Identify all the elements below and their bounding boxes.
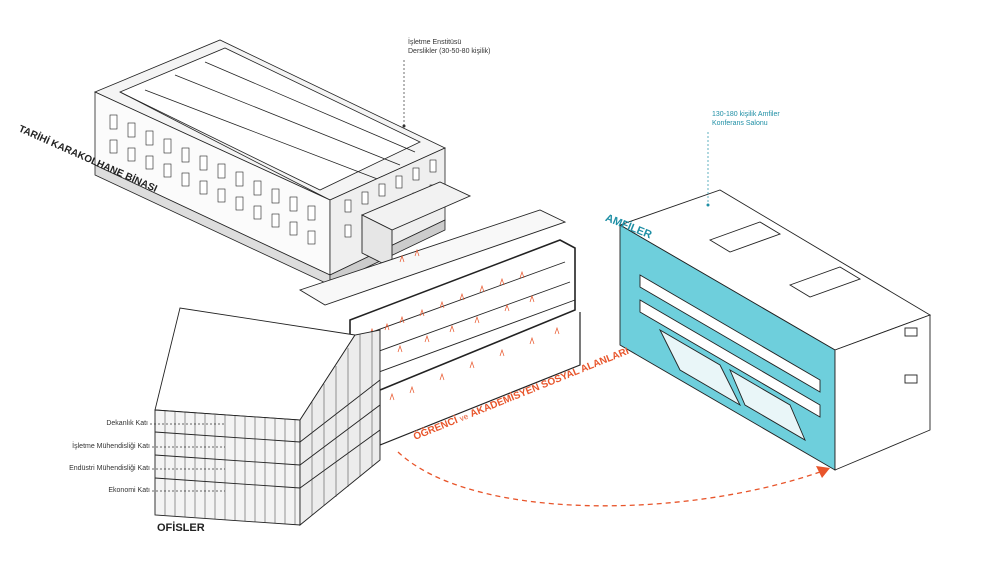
- offices-building: [154, 307, 381, 526]
- institute-line-1: İşletme Enstitüsü: [408, 39, 462, 46]
- amphi-line-1: 130-180 kişilik Amfiler: [712, 111, 780, 118]
- amphi-leader-dot: [706, 203, 710, 207]
- social-suffix: AKADEMİSYEN SOSYAL ALANLARI: [468, 344, 631, 420]
- institute-line-2: Derslikler (30-50-80 kişilik): [408, 48, 491, 55]
- amphitheatre-openings: [639, 274, 918, 442]
- offices-facade-mullions: [164, 331, 373, 525]
- amphitheatre-building: [618, 189, 932, 471]
- floor-label-dekanlik: Dekanlık Katı: [106, 420, 148, 427]
- flow-arrow: [397, 451, 821, 507]
- flow-arrow-head: [816, 466, 830, 478]
- floor-label-isletme: İşletme Mühendisliği Katı: [72, 443, 150, 450]
- floor-label-ekonomi: Ekonomi Katı: [108, 487, 150, 494]
- offices-title: OFİSLER: [157, 522, 205, 534]
- amphi-line-2: Konferans Salonu: [712, 120, 768, 127]
- social-ve: ve: [458, 412, 470, 424]
- social-prefix: ÖĞRENCİ: [411, 413, 459, 443]
- institute-label: İşletme Enstitüsü Derslikler (30-50-80 k…: [408, 38, 490, 56]
- institute-leader-dot: [402, 124, 406, 128]
- amphi-capacity-label: 130-180 kişilik Amfiler Konferans Salonu: [712, 110, 780, 128]
- social-spine: [298, 181, 581, 446]
- floor-label-endustri: Endüstri Mühendisliği Katı: [69, 465, 150, 472]
- leader-lines: [150, 60, 709, 492]
